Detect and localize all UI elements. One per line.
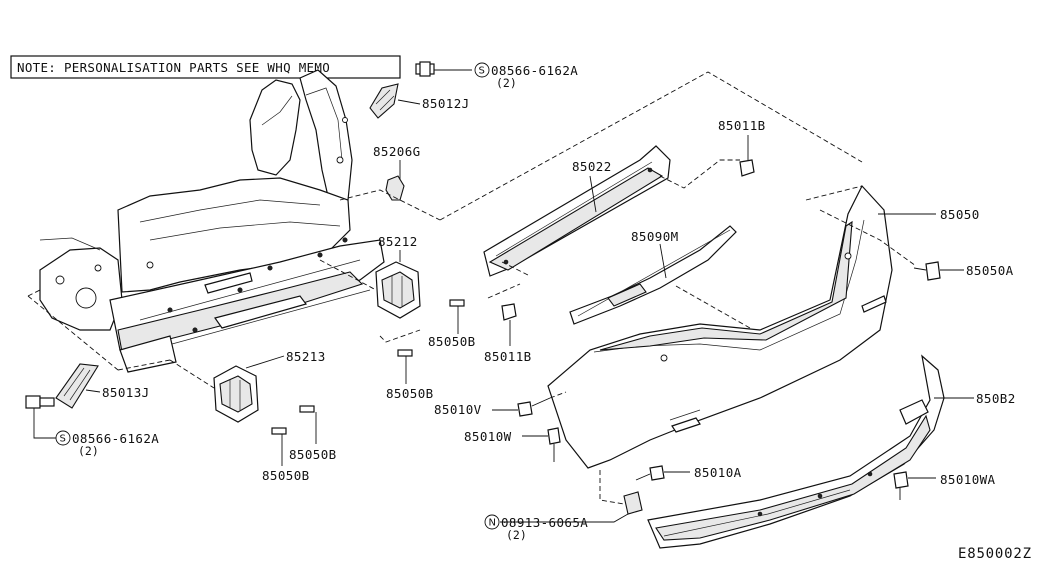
qty-screw-left: (2) bbox=[78, 444, 99, 458]
label-850B2: 850B2 bbox=[976, 391, 1016, 406]
screw-symbol-icon-left bbox=[55, 430, 71, 446]
label-85050B-2: 85050B bbox=[386, 386, 434, 401]
clip-85050A bbox=[913, 261, 964, 281]
label-85213: 85213 bbox=[286, 349, 326, 364]
nut-08913: N 08913-6065A (2) bbox=[484, 491, 643, 542]
label-nut-08913: 08913-6065A bbox=[501, 515, 588, 530]
reinforcement-85022 bbox=[483, 145, 671, 277]
nut-85011B-bottom bbox=[501, 303, 517, 346]
bumper-fascia-85050 bbox=[547, 184, 893, 469]
nut-symbol-icon bbox=[484, 514, 500, 530]
diagram-code: E850002Z bbox=[958, 546, 1032, 562]
screw-symbol-text-left: S bbox=[60, 434, 66, 445]
screw-08566-left: S 08566-6162A (2) bbox=[25, 395, 159, 458]
clip-85010WA bbox=[893, 471, 936, 500]
bracket-85213 bbox=[213, 355, 285, 423]
screw-85010V bbox=[492, 397, 551, 417]
rear-body-panel bbox=[39, 69, 385, 373]
note-frame bbox=[10, 55, 401, 79]
label-screw-top: 08566-6162A bbox=[491, 63, 578, 78]
label-85206G: 85206G bbox=[373, 144, 421, 159]
label-85011B-top: 85011B bbox=[718, 118, 766, 133]
bracket-85013J bbox=[55, 363, 99, 409]
bolt-85050B-2 bbox=[397, 349, 413, 384]
label-85011B-bottom: 85011B bbox=[484, 349, 532, 364]
label-85050B-4: 85050B bbox=[262, 468, 310, 483]
screw-85010A bbox=[635, 465, 690, 481]
label-85090M: 85090M bbox=[631, 229, 679, 244]
nut-symbol-text: N bbox=[489, 518, 496, 529]
clip-85206G bbox=[385, 160, 405, 201]
label-screw-left: 08566-6162A bbox=[72, 431, 159, 446]
label-85013J: 85013J bbox=[102, 385, 150, 400]
bracket-85212 bbox=[375, 250, 421, 319]
bracket-85012J bbox=[369, 83, 399, 119]
absorber-85090M bbox=[569, 225, 737, 325]
bolt-85050B-4 bbox=[271, 427, 287, 466]
label-85010V: 85010V bbox=[434, 402, 482, 417]
label-85050: 85050 bbox=[940, 207, 980, 222]
label-85022: 85022 bbox=[572, 159, 612, 174]
label-85050A: 85050A bbox=[966, 263, 1014, 278]
qty-nut-08913: (2) bbox=[506, 528, 527, 542]
label-85050B-1: 85050B bbox=[428, 334, 476, 349]
screw-08566-top: S 08566-6162A (2) bbox=[415, 61, 578, 90]
nut-85011B-top bbox=[739, 135, 755, 177]
screw-symbol-text: S bbox=[479, 66, 485, 77]
label-85010A: 85010A bbox=[694, 465, 742, 480]
label-85050B-3: 85050B bbox=[289, 447, 337, 462]
label-85212: 85212 bbox=[378, 234, 418, 249]
qty-screw-top: (2) bbox=[496, 76, 517, 90]
clip-85010W bbox=[522, 427, 561, 462]
note-box: NOTE: PERSONALISATION PARTS SEE WHQ MEMO bbox=[10, 55, 401, 79]
screw-symbol-icon bbox=[474, 62, 490, 78]
note-text: NOTE: PERSONALISATION PARTS SEE WHQ MEMO bbox=[17, 60, 330, 75]
label-85010WA: 85010WA bbox=[940, 472, 996, 487]
bolt-85050B-1 bbox=[449, 299, 465, 334]
label-85012J: 85012J bbox=[422, 96, 470, 111]
label-85010W: 85010W bbox=[464, 429, 512, 444]
bolt-85050B-3 bbox=[299, 405, 317, 444]
